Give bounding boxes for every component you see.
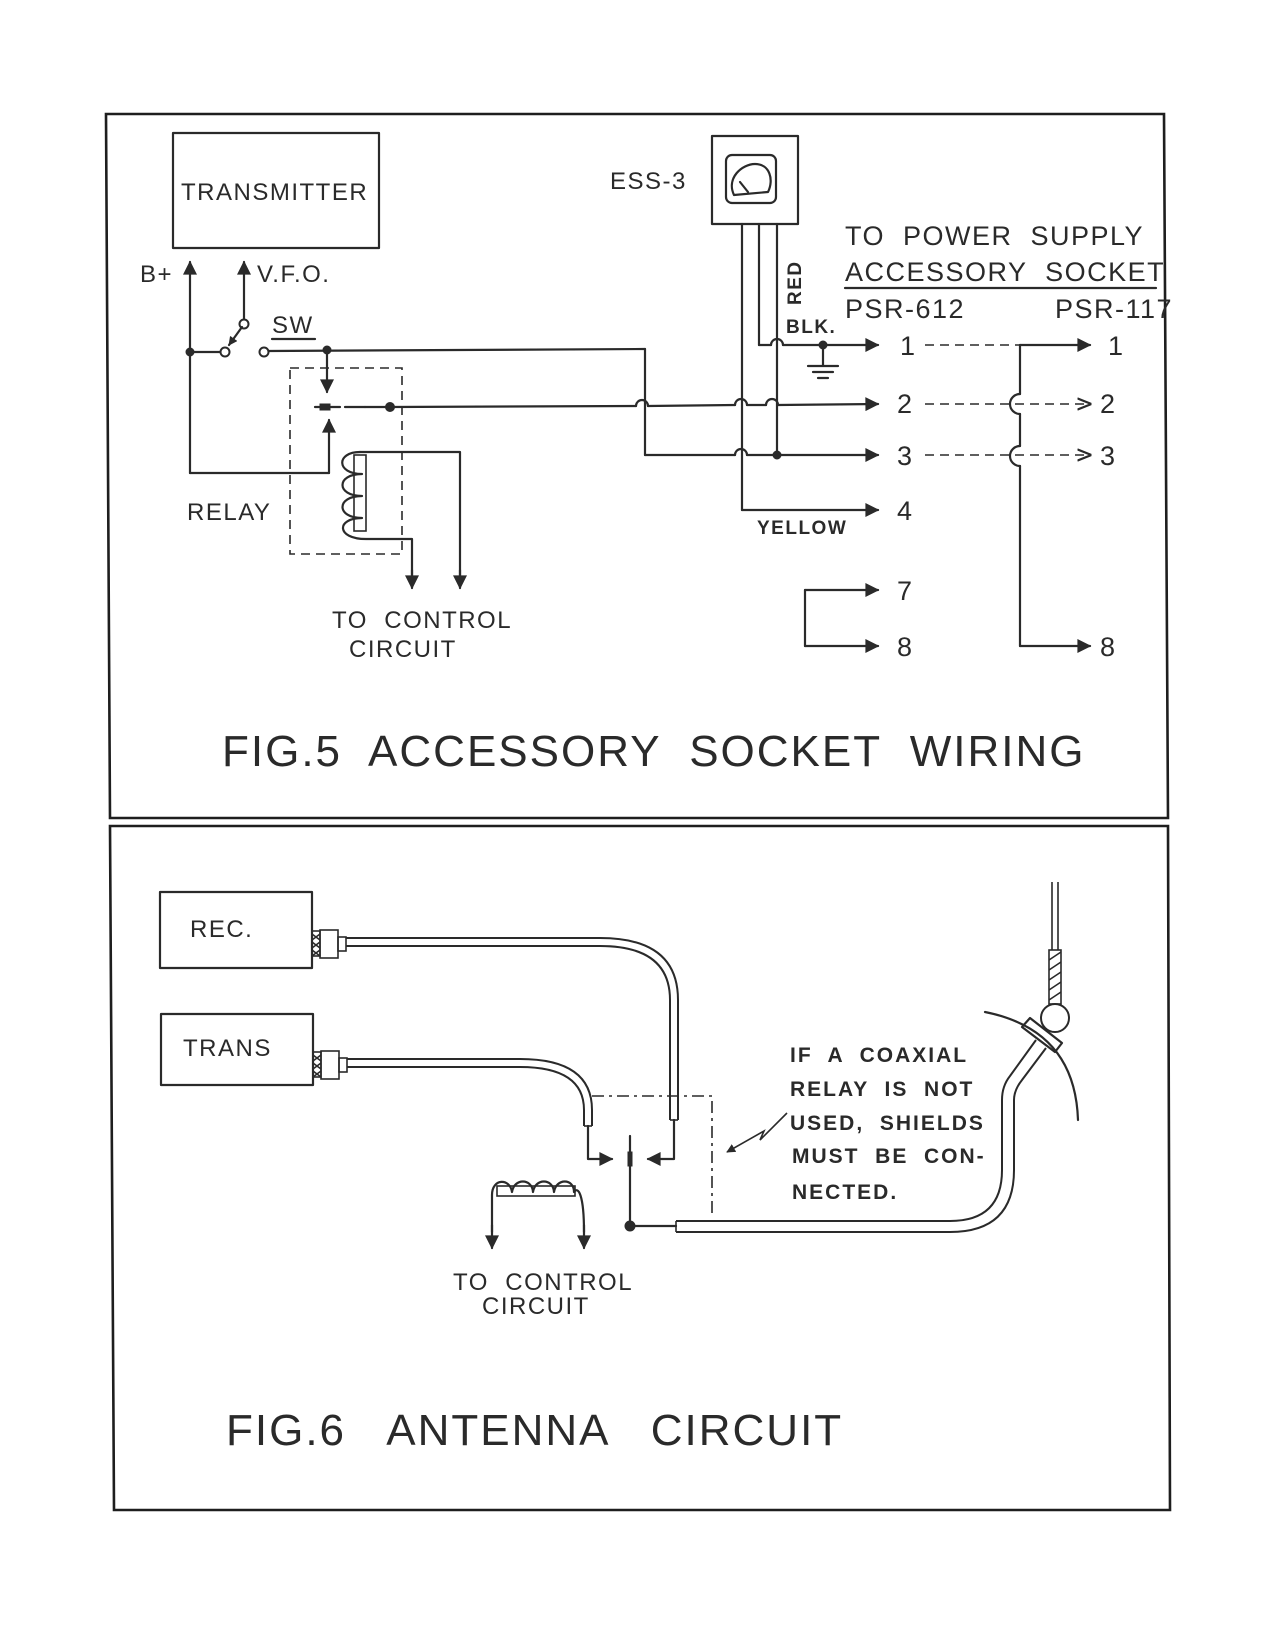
model-psr117: PSR-117: [1055, 294, 1173, 324]
note-line: RELAY IS NOT: [790, 1078, 974, 1101]
meter-label: ESS-3: [610, 168, 687, 195]
relay-coil-core: [353, 454, 367, 532]
relay-coil-winding: [341, 450, 414, 588]
antenna-coax: [676, 1039, 1037, 1222]
receiver-block: REC.: [158, 890, 679, 1121]
pin-label: 1: [1108, 331, 1125, 361]
fig6-title: FIG.6 ANTENNA CIRCUIT: [226, 1406, 843, 1455]
jumper-7-8: [803, 583, 880, 653]
note-pointer-icon: [726, 1112, 788, 1153]
trans-label: TRANS: [183, 1035, 272, 1062]
pin-label: 4: [897, 496, 914, 526]
receiver-label: REC.: [190, 916, 253, 943]
fig5-frame: [104, 112, 1170, 820]
pin-label: 2: [897, 389, 914, 419]
transmitter-block-fig6: TRANS: [159, 1012, 593, 1127]
pin-label: 3: [1100, 441, 1117, 471]
pin-label: 8: [1100, 632, 1117, 662]
fig6-control-label-2: CIRCUIT: [482, 1293, 590, 1320]
pin-label: 8: [897, 632, 914, 662]
transmitter-block: TRANSMITTER: [171, 131, 381, 250]
psr612-pins: 1 2 3 4 7 8: [897, 331, 917, 662]
psr117-wiring: 1 2 3 8: [925, 331, 1125, 662]
fig6-control-label-1: TO CONTROL: [453, 1269, 633, 1296]
relay-label: RELAY: [187, 499, 271, 526]
power-supply-header: TO POWER SUPPLY ACCESSORY SOCKET PSR-612…: [843, 221, 1173, 324]
switch-contact: [219, 346, 231, 358]
switch-label: SW: [272, 312, 314, 339]
fig6-coil-winding: [490, 1180, 586, 1234]
blk-label: BLK.: [786, 317, 836, 338]
meter-face: [724, 153, 778, 205]
vehicle-body-icon: [983, 1010, 1080, 1122]
trans-coax: [347, 1058, 593, 1126]
switch-circuit: B+ V.F.O. SW: [140, 260, 647, 475]
pin-label: 2: [1100, 389, 1117, 419]
yellow-label: YELLOW: [757, 518, 847, 539]
pin-label: 7: [897, 576, 914, 606]
fig6-frame: [108, 824, 1172, 1512]
red-label: RED: [785, 260, 806, 305]
antenna-mount: [1020, 1016, 1064, 1054]
antenna-ball-icon: [1040, 1003, 1070, 1033]
fig5-control-label-2: CIRCUIT: [349, 636, 457, 663]
shield-outline: [592, 1095, 713, 1218]
meter-ess3: ESS-3 YELLOW RED BLK.: [610, 134, 880, 539]
pin-label: 3: [897, 441, 914, 471]
pin2-wire: [776, 397, 880, 412]
note-line: MUST BE CON-: [792, 1145, 986, 1168]
ps-heading-2: ACCESSORY SOCKET: [845, 257, 1165, 287]
relay-block: RELAY TO CONTROL CIRCUIT: [187, 367, 880, 663]
antenna-relay: TO CONTROL CIRCUIT: [453, 1095, 713, 1320]
shield-note: IF A COAXIAL RELAY IS NOT USED, SHIELDS …: [726, 1044, 986, 1204]
switch-output-wire: [267, 347, 647, 353]
pin-label: 1: [900, 331, 917, 361]
note-line: NECTED.: [792, 1181, 898, 1204]
antenna-feed: [675, 882, 1080, 1233]
vfo-label: V.F.O.: [257, 261, 330, 288]
switch-blade: [227, 325, 244, 347]
ps-heading-1: TO POWER SUPPLY: [845, 221, 1144, 251]
fig5-title: FIG.5 ACCESSORY SOCKET WIRING: [222, 727, 1086, 776]
antenna-spring-icon: [1048, 949, 1062, 1005]
note-line: USED, SHIELDS: [790, 1112, 985, 1135]
fig5-control-label-1: TO CONTROL: [332, 607, 512, 634]
fig6-coil-core: [496, 1185, 576, 1197]
rec-coax: [346, 937, 679, 1120]
note-line: IF A COAXIAL: [790, 1044, 968, 1067]
b-plus-label: B+: [140, 261, 173, 288]
transmitter-label: TRANSMITTER: [181, 179, 368, 206]
switch-contact: [258, 346, 270, 358]
relay-outline: [289, 367, 403, 555]
model-psr612: PSR-612: [845, 294, 965, 324]
meter-needle: [738, 180, 750, 194]
